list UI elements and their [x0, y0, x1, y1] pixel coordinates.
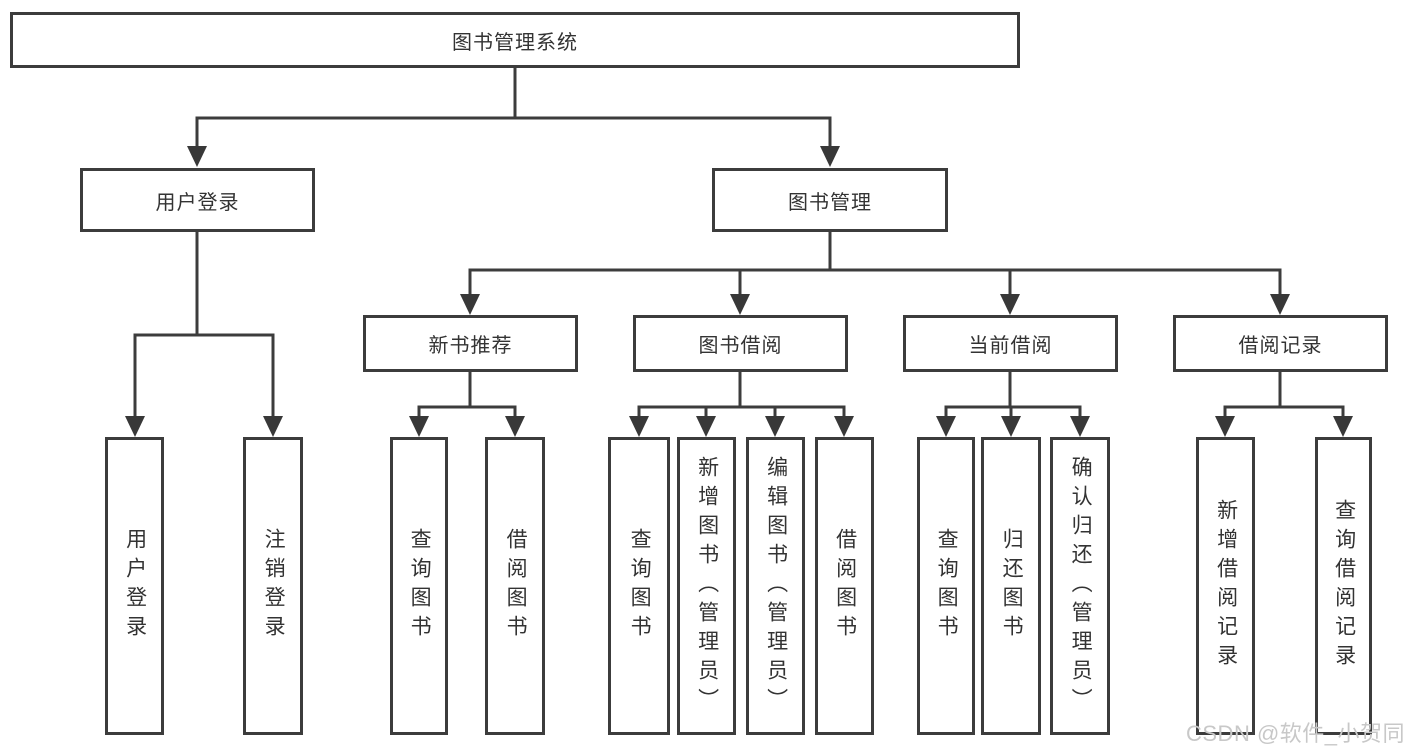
arrowhead — [834, 416, 854, 437]
leaf-borrowing-edit-book-admin: 编辑图书（管理员） — [746, 437, 805, 735]
node-borrowing-records: 借阅记录 — [1173, 315, 1388, 372]
leaf-label: 新增图书（管理员） — [695, 455, 719, 717]
arrowhead — [936, 416, 956, 437]
arrowhead — [696, 416, 716, 437]
leaf-label: 查询图书 — [628, 528, 652, 644]
leaf-label: 用户登录 — [123, 528, 147, 644]
leaf-label: 查询借阅记录 — [1332, 499, 1356, 673]
leaf-borrowing-borrow-book: 借阅图书 — [815, 437, 874, 735]
csdn-watermark: CSDN @软件_小贺同学 — [1186, 721, 1405, 746]
arrowhead — [765, 416, 785, 437]
arrowhead — [820, 146, 840, 167]
leaf-current-query-book: 查询图书 — [917, 437, 975, 735]
arrowhead — [125, 416, 145, 437]
leaf-current-confirm-return-admin: 确认归还（管理员） — [1050, 437, 1110, 735]
arrowhead — [1001, 416, 1021, 437]
leaf-label: 确认归还（管理员） — [1069, 455, 1093, 717]
leaf-label: 查询图书 — [935, 528, 959, 644]
leaf-borrowing-add-book-admin: 新增图书（管理员） — [677, 437, 736, 735]
arrowhead — [1000, 294, 1020, 315]
arrowhead — [629, 416, 649, 437]
arrowhead — [1070, 416, 1090, 437]
leaf-label: 新增借阅记录 — [1214, 499, 1238, 673]
node-book-borrowing: 图书借阅 — [633, 315, 848, 372]
node-new-book-recommend: 新书推荐 — [363, 315, 578, 372]
arrowhead — [409, 416, 429, 437]
arrowhead — [187, 146, 207, 167]
arrowhead — [263, 416, 283, 437]
arrowhead — [1270, 294, 1290, 315]
arrowhead — [730, 294, 750, 315]
leaf-current-return-book: 归还图书 — [981, 437, 1041, 735]
node-library-management-system: 图书管理系统 — [10, 12, 1020, 68]
leaf-recommend-borrow-book: 借阅图书 — [485, 437, 545, 735]
leaf-label: 借阅图书 — [504, 528, 528, 644]
leaf-recommend-query-book: 查询图书 — [390, 437, 448, 735]
arrowhead — [505, 416, 525, 437]
arrowheads — [125, 146, 1353, 437]
leaf-label: 编辑图书（管理员） — [764, 455, 788, 717]
node-current-borrowing: 当前借阅 — [903, 315, 1118, 372]
arrowhead — [1333, 416, 1353, 437]
leaf-label: 查询图书 — [408, 528, 432, 644]
node-book-management: 图书管理 — [712, 168, 948, 232]
leaf-records-query-record: 查询借阅记录 — [1315, 437, 1372, 735]
leaf-records-add-record: 新增借阅记录 — [1196, 437, 1255, 735]
leaf-label: 注销登录 — [262, 528, 286, 644]
arrowhead — [460, 294, 480, 315]
leaf-borrowing-query-book: 查询图书 — [608, 437, 670, 735]
node-user-login: 用户登录 — [80, 168, 315, 232]
leaf-logout: 注销登录 — [243, 437, 303, 735]
arrowhead — [1215, 416, 1235, 437]
leaf-label: 借阅图书 — [833, 528, 857, 644]
leaf-label: 归还图书 — [1000, 528, 1024, 644]
leaf-user-login: 用户登录 — [105, 437, 164, 735]
